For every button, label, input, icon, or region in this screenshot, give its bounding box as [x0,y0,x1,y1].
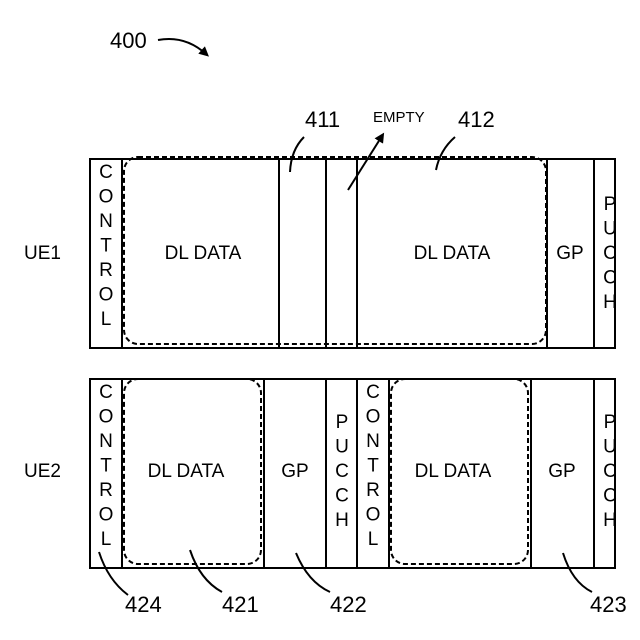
ue1-pucch-label: PUCCH [603,194,617,313]
ue2-control-label-1: CONTROL [99,382,114,550]
ue2-dl-data-1: DL DATA [148,461,225,482]
ue1-label: UE1 [24,243,61,264]
ue2-control-label-2: CONTROL [366,382,381,550]
ref-424: 424 [125,592,162,617]
figure-number: 400 [110,28,147,53]
ue2-label: UE2 [24,461,61,482]
ref-411: 411 [305,107,340,132]
ref-422: 422 [330,592,367,617]
ue2-gp-1: GP [281,461,308,482]
ref-423-leader [563,553,592,592]
ref-423: 423 [590,592,627,617]
ue1-dl-data-right: DL DATA [414,243,491,264]
ue2-pucch-label-1: PUCCH [335,412,349,531]
ue1-control-label: CONTROL [99,162,114,330]
ue1-dl-data-left: DL DATA [165,243,242,264]
ref-412-leader [436,137,455,170]
ref-412: 412 [458,107,495,132]
figure-number-arrow [158,39,206,54]
empty-label: EMPTY [373,109,425,126]
ref-411-leader [290,137,304,172]
ref-421: 421 [222,592,259,617]
ue2-gp-2: GP [548,461,575,482]
ref-424-leader [99,552,128,595]
ue2-dl-data-2: DL DATA [415,461,492,482]
ue1-gp: GP [556,243,583,264]
ref-421-leader [190,550,222,592]
empty-arrow [348,136,382,190]
ref-422-leader [296,553,330,592]
ue2-pucch-label-2: PUCCH [603,412,617,531]
